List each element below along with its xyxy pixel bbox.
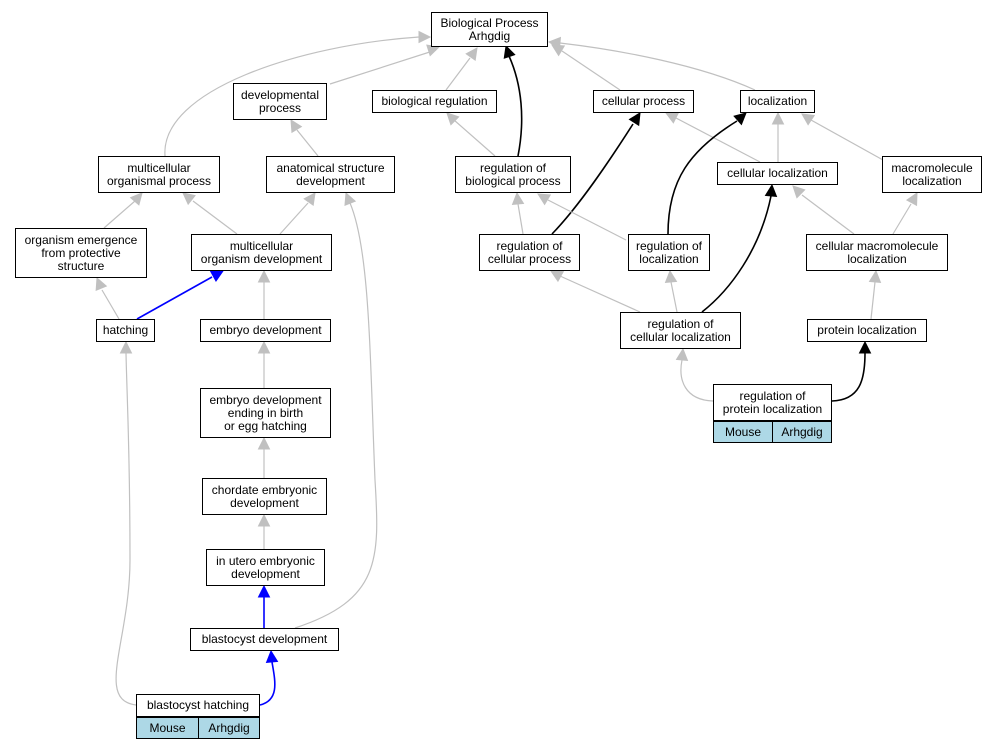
- node-biological-regulation[interactable]: biological regulation: [372, 90, 497, 113]
- edge-regcellloc-to-regcell-arrowhead: [550, 270, 565, 283]
- edge-regprot-to-protloc: [831, 352, 866, 402]
- node-anatomical-structure-development[interactable]: anatomical structure development: [266, 156, 395, 193]
- edge-localization-to-root: [559, 42, 756, 91]
- edge-regcellloc-to-regloc-arrowhead: [664, 269, 678, 284]
- node-chordate-embryonic-development[interactable]: chordate embryonic development: [202, 478, 327, 515]
- edge-macroloc-to-localization: [810, 119, 884, 161]
- edge-macroloc-to-localization-arrowhead: [801, 113, 816, 126]
- gene-tag: Arhgdig: [198, 717, 260, 739]
- gene-tag: Arhgdig: [772, 421, 832, 443]
- node-multicellular-organism-development[interactable]: multicellular organism development: [191, 234, 332, 271]
- edge-regcell-to-regbio: [517, 203, 524, 235]
- node-organism-emergence[interactable]: organism emergence from protective struc…: [15, 228, 147, 278]
- node-localization[interactable]: localization: [740, 90, 815, 113]
- species-tag: Mouse: [136, 717, 199, 739]
- edge-chordate-to-ending-arrowhead: [257, 436, 271, 450]
- edge-cellloc-to-localization-arrowhead: [771, 111, 785, 125]
- edge-regloc-to-localization-arrowhead: [733, 112, 747, 126]
- edge-multiorg-to-root: [164, 36, 420, 157]
- edge-regbio-to-bioreg: [453, 119, 496, 157]
- edge-blasthatch-to-hatching: [115, 352, 137, 706]
- edge-regprot-to-regcellloc: [680, 359, 714, 402]
- node-blastocyst-hatching[interactable]: blastocyst hatching: [136, 694, 260, 717]
- edge-regcellloc-to-cellloc-arrowhead: [764, 183, 778, 198]
- edge-regprot-to-regcellloc-arrowhead: [675, 347, 689, 362]
- edge-regloc-to-regbio: [547, 199, 627, 241]
- node-regulation-of-protein-localization[interactable]: regulation of protein localization: [713, 384, 832, 421]
- node-embryo-development[interactable]: embryo development: [200, 319, 331, 342]
- edge-regcell-to-regbio-arrowhead: [511, 191, 525, 206]
- edge-hatching-to-multidev: [136, 276, 213, 320]
- edge-emergence-to-multiorg: [103, 200, 136, 229]
- edge-regcellloc-to-cellloc: [701, 195, 772, 313]
- edge-regcell-to-cellular-arrowhead: [628, 112, 641, 127]
- node-in-utero-embryonic-development[interactable]: in utero embryonic development: [206, 549, 325, 586]
- edge-regloc-to-regbio-arrowhead: [537, 193, 552, 206]
- edge-multidev-to-anatomical-arrowhead: [303, 192, 316, 207]
- node-protein-localization[interactable]: protein localization: [807, 319, 927, 342]
- node-root[interactable]: Biological Process Arhgdig: [431, 12, 548, 47]
- edge-inutero-to-chordate-arrowhead: [257, 513, 271, 527]
- edge-multidev-to-multiorg: [192, 200, 238, 235]
- edge-cellular-to-root: [561, 50, 621, 91]
- species-tag: Mouse: [713, 421, 773, 443]
- edge-multidev-to-anatomical: [279, 202, 309, 235]
- edge-regloc-to-localization: [667, 120, 738, 235]
- edge-embryo-to-multidev-arrowhead: [257, 269, 271, 283]
- node-cellular-process[interactable]: cellular process: [593, 90, 694, 113]
- edge-developmental-to-root: [329, 49, 437, 85]
- edge-blastdev-to-anatomical-arrowhead: [344, 191, 357, 207]
- edge-hatching-to-multidev-arrowhead: [209, 270, 224, 283]
- edge-blasthatch-to-blastdev: [259, 661, 276, 706]
- node-regulation-of-localization[interactable]: regulation of localization: [628, 234, 710, 271]
- edge-anatomical-to-developmental: [296, 129, 319, 157]
- node-regulation-of-biological-process[interactable]: regulation of biological process: [455, 156, 571, 193]
- edge-cellmacro-to-macroloc: [892, 203, 912, 235]
- edge-regbio-to-root-arrowhead: [503, 44, 516, 59]
- node-blastocyst-development[interactable]: blastocyst development: [190, 628, 339, 651]
- edge-regbio-to-root: [508, 55, 523, 157]
- edge-localization-to-root-arrowhead: [547, 36, 562, 50]
- edge-blasthatch-to-hatching-arrowhead: [119, 340, 133, 354]
- node-embryo-development-ending[interactable]: embryo development ending in birth or eg…: [200, 388, 331, 438]
- node-developmental-process[interactable]: developmental process: [233, 83, 327, 120]
- edge-emergence-to-multiorg-arrowhead: [129, 192, 143, 206]
- node-multicellular-organismal-process[interactable]: multicellular organismal process: [98, 156, 220, 193]
- edge-anatomical-to-developmental-arrowhead: [290, 119, 303, 134]
- edge-multidev-to-multiorg-arrowhead: [182, 192, 196, 206]
- node-hatching[interactable]: hatching: [96, 319, 155, 342]
- node-cellular-macromolecule-localization[interactable]: cellular macromolecule localization: [806, 234, 948, 271]
- edge-ending-to-embryo-arrowhead: [257, 340, 271, 354]
- edge-regcellloc-to-regloc: [670, 281, 678, 313]
- edge-cellmacro-to-macroloc-arrowhead: [905, 192, 918, 207]
- edge-regbio-to-bioreg-arrowhead: [446, 112, 460, 126]
- edge-blasthatch-to-blastdev-arrowhead: [265, 649, 279, 664]
- edge-hatching-to-emergence-arrowhead: [95, 276, 108, 292]
- node-regulation-of-cellular-process[interactable]: regulation of cellular process: [479, 234, 580, 271]
- edge-bioreg-to-root-arrowhead: [465, 47, 478, 62]
- edge-regprot-to-protloc-arrowhead: [858, 340, 872, 354]
- node-macromolecule-localization[interactable]: macromolecule localization: [882, 156, 982, 193]
- edge-protloc-to-cellmacro: [870, 281, 876, 320]
- node-regulation-of-cellular-localization[interactable]: regulation of cellular localization: [620, 312, 741, 349]
- edge-cellloc-to-cellular: [675, 117, 761, 163]
- edge-cellmacro-to-cellloc: [801, 194, 855, 235]
- edge-cellloc-to-cellular-arrowhead: [664, 112, 680, 124]
- edge-regcellloc-to-regcell: [559, 275, 641, 313]
- edge-blastdev-to-anatomical: [294, 202, 378, 629]
- node-cellular-localization[interactable]: cellular localization: [717, 162, 838, 185]
- edge-protloc-to-cellmacro-arrowhead: [868, 269, 882, 284]
- edge-multiorg-to-root-arrowhead: [418, 30, 432, 44]
- edge-regcell-to-cellular: [551, 123, 634, 235]
- edge-cellmacro-to-cellloc-arrowhead: [792, 185, 806, 199]
- edge-blastdev-to-inutero-arrowhead: [257, 584, 271, 598]
- edge-hatching-to-emergence: [101, 289, 120, 320]
- edge-bioreg-to-root: [445, 57, 471, 91]
